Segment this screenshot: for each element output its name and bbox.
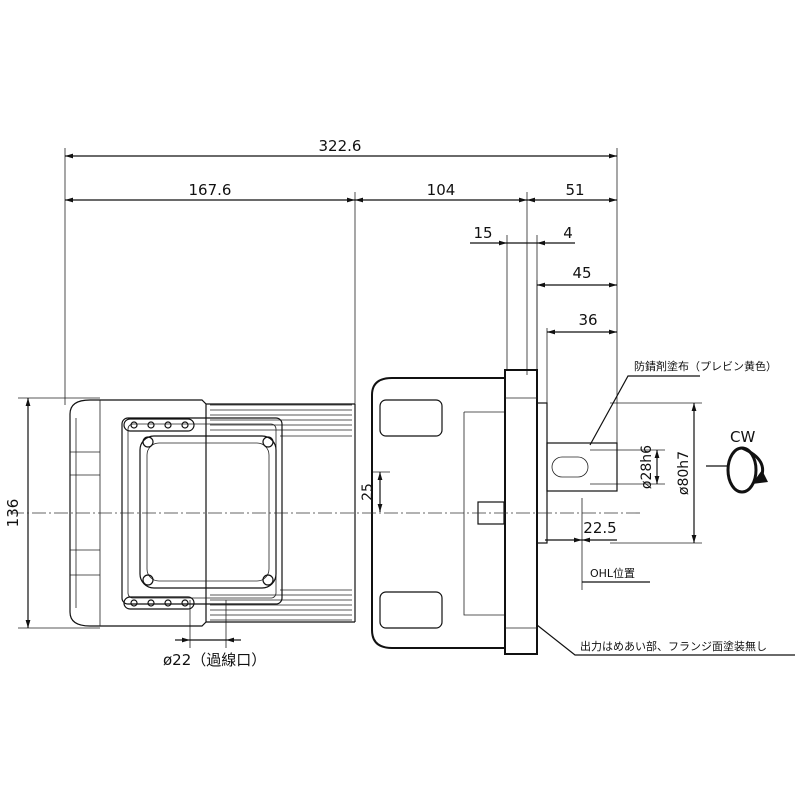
gear-head bbox=[371, 369, 548, 655]
dim-overall: 322.6 bbox=[319, 137, 362, 155]
leaders bbox=[536, 375, 795, 656]
dim-motor: 167.6 bbox=[189, 181, 232, 199]
dim-gear: 104 bbox=[427, 181, 456, 199]
note-rust-paint: 防錆剤塗布（プレビン黄色） bbox=[634, 359, 777, 373]
dim-45: 45 bbox=[572, 264, 591, 282]
dim-height: 136 bbox=[4, 499, 22, 528]
dim-36: 36 bbox=[578, 311, 597, 329]
labels: 322.6 167.6 104 51 15 4 45 36 136 25 ø28… bbox=[4, 137, 777, 669]
dimension-lines bbox=[18, 148, 702, 648]
note-ohl: OHL位置 bbox=[590, 566, 635, 580]
dim-spigot-dia: ø80h7 bbox=[676, 451, 692, 495]
dim-offset-4: 4 bbox=[563, 224, 573, 242]
dim-25: 25 bbox=[360, 483, 376, 501]
dim-shaft-dia: ø28h6 bbox=[639, 445, 655, 489]
dim-flange: 15 bbox=[473, 224, 492, 242]
terminal-box bbox=[121, 417, 283, 610]
motor-body bbox=[69, 399, 356, 627]
output-shaft bbox=[546, 442, 618, 492]
dim-conduit: ø22（過線口） bbox=[163, 651, 266, 669]
rotation-label: CW bbox=[730, 428, 755, 446]
dim-22-5: 22.5 bbox=[583, 519, 616, 537]
note-output-flange: 出力はめあい部、フランジ面塗装無し bbox=[580, 639, 767, 653]
dim-shaft: 51 bbox=[565, 181, 584, 199]
cw-rotation-icon bbox=[706, 446, 768, 494]
